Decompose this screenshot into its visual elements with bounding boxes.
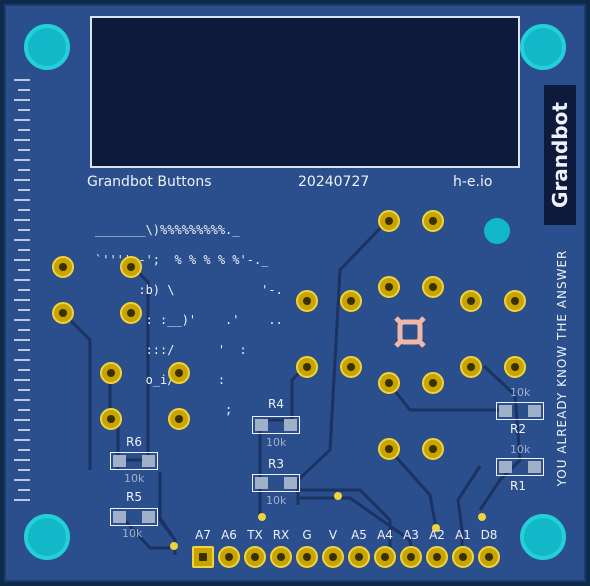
button-pad (378, 372, 400, 394)
ascii-line: _______\)%%%%%%%%%._ (95, 223, 240, 237)
pin-label-a2: A2 (429, 528, 445, 542)
button-pad (120, 256, 142, 278)
pin-label-a4: A4 (377, 528, 393, 542)
button-pad (422, 438, 444, 460)
button-pad (340, 356, 362, 378)
pin-label-tx: TX (247, 528, 263, 542)
button-pad (120, 302, 142, 324)
ascii-line: : :__)' .' .. (95, 313, 283, 327)
resistor-ref: R6 (126, 435, 142, 449)
fiducial-mark (394, 316, 426, 348)
pin-label-a5: A5 (351, 528, 367, 542)
button-pad (296, 290, 318, 312)
pin-label-v: V (328, 528, 338, 542)
button-pad (460, 290, 482, 312)
via (334, 492, 342, 500)
button-pad (378, 438, 400, 460)
resistor-ref: R4 (268, 397, 284, 411)
edge-ruler (14, 79, 30, 501)
resistor-r2 (496, 402, 544, 420)
ascii-art: _______\)%%%%%%%%%._ `''''--'; % % % % %… (95, 208, 283, 433)
button-pad (504, 290, 526, 312)
resistor-value: 10k (510, 443, 531, 456)
slogan-text: YOU ALREADY KNOW THE ANSWER (555, 249, 569, 487)
pin-label-rx: RX (272, 528, 290, 542)
pin-label-a1: A1 (455, 528, 471, 542)
header-pin (400, 546, 422, 568)
resistor-r5 (110, 508, 158, 526)
pin-label-a6: A6 (221, 528, 237, 542)
button-pad (422, 276, 444, 298)
board-date: 20240727 (298, 174, 370, 190)
button-pad (422, 210, 444, 232)
header-pin (296, 546, 318, 568)
resistor-value: 10k (124, 472, 145, 485)
via (258, 513, 266, 521)
button-pad (100, 362, 122, 384)
header-pin (244, 546, 266, 568)
display-window (90, 16, 520, 168)
header-pin (192, 546, 214, 568)
pin-label-g: G (302, 528, 312, 542)
button-pad (168, 362, 190, 384)
header-pin (478, 546, 500, 568)
mount-hole-top-right (520, 24, 566, 70)
resistor-value: 10k (510, 386, 531, 399)
button-pad (460, 356, 482, 378)
mount-hole-top-left (24, 24, 70, 70)
button-pad (168, 408, 190, 430)
mount-hole-bottom-right (520, 514, 566, 560)
button-pad (504, 356, 526, 378)
header-pin (218, 546, 240, 568)
alignment-hole (484, 218, 510, 244)
board-title: Grandbot Buttons (87, 174, 212, 190)
header-pin (452, 546, 474, 568)
button-pad (52, 302, 74, 324)
mount-hole-bottom-left (24, 514, 70, 560)
button-pad (378, 276, 400, 298)
resistor-r3 (252, 474, 300, 492)
board-url: h-e.io (453, 174, 493, 190)
button-pad (52, 256, 74, 278)
button-pad (378, 210, 400, 232)
ascii-line: ; (95, 403, 233, 417)
pin-label-a7: A7 (195, 528, 211, 542)
resistor-r1 (496, 458, 544, 476)
resistor-value: 10k (266, 494, 287, 507)
ascii-line: :b) \ '-. (95, 283, 283, 297)
brand-name: Grandbot (548, 102, 572, 208)
via (432, 524, 440, 532)
resistor-ref: R5 (126, 490, 142, 504)
button-pad (422, 372, 444, 394)
pin-label-d8: D8 (480, 528, 498, 542)
resistor-r4 (252, 416, 300, 434)
resistor-value: 10k (122, 527, 143, 540)
resistor-ref: R1 (510, 479, 526, 493)
pin-label-a3: A3 (403, 528, 419, 542)
button-pad (296, 356, 318, 378)
brand-panel: Grandbot (544, 85, 576, 225)
ascii-line: o_i/ : (95, 373, 226, 387)
header-pin (426, 546, 448, 568)
via (478, 513, 486, 521)
header-pin (322, 546, 344, 568)
header-pin (374, 546, 396, 568)
button-pad (100, 408, 122, 430)
resistor-ref: R2 (510, 422, 526, 436)
ascii-line: :::/ ' : (95, 343, 247, 357)
header-pin (270, 546, 292, 568)
resistor-ref: R3 (268, 457, 284, 471)
resistor-r6 (110, 452, 158, 470)
resistor-value: 10k (266, 436, 287, 449)
button-pad (340, 290, 362, 312)
header-pin (348, 546, 370, 568)
via (170, 542, 178, 550)
